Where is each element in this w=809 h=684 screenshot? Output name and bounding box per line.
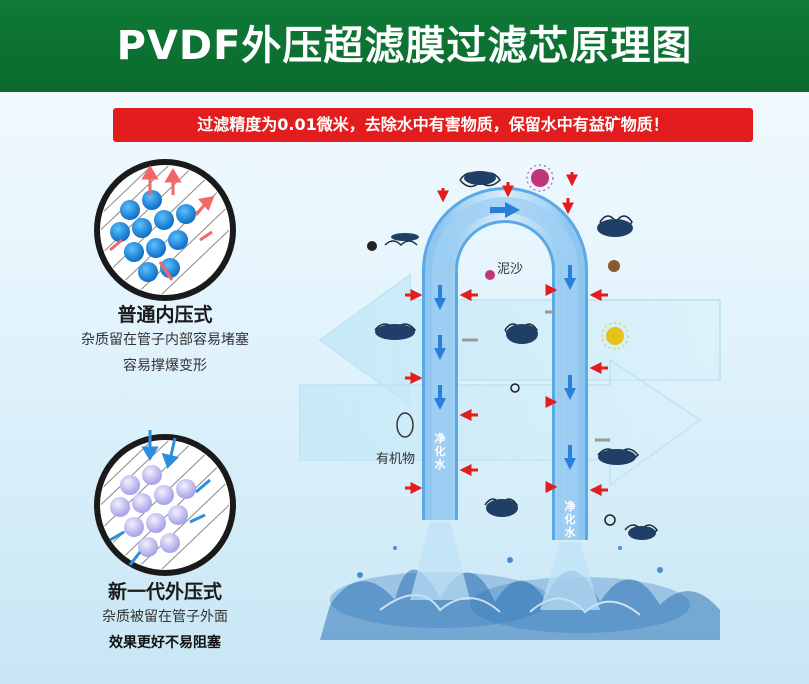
external-pressure-title: 新一代外压式 xyxy=(107,581,222,603)
internal-pressure-diagram xyxy=(94,159,236,301)
internal-pressure-desc-2: 容易撑爆变形 xyxy=(123,358,207,374)
label-organic: 有机物 xyxy=(376,452,416,467)
header-bar xyxy=(0,0,809,92)
water-flow-arrows xyxy=(299,273,721,487)
external-pressure-diagram xyxy=(94,430,236,576)
tube-flow-arrows xyxy=(434,202,576,470)
external-pressure-label: 新一代外压式 杂质被留在管子外面 效果更好不易阻塞 xyxy=(55,577,275,656)
internal-pressure-title: 普通内压式 xyxy=(117,304,213,326)
page-title: PVDF外压超滤膜过滤芯原理图 xyxy=(116,23,693,69)
tube-label-left: 净化水 xyxy=(434,432,446,471)
external-pressure-desc-2: 效果更好不易阻塞 xyxy=(109,635,221,651)
external-pressure-desc-1: 杂质被留在管子外面 xyxy=(102,609,228,625)
tube-label-right: 净化水 xyxy=(564,500,576,539)
pressure-arrows xyxy=(405,172,608,496)
internal-pressure-label: 普通内压式 杂质留在管子内部容易堵塞 容易撑爆变形 xyxy=(55,300,275,379)
impurity-particles xyxy=(367,164,658,540)
pressure-arrows-gray xyxy=(462,310,610,442)
label-sand: 泥沙 xyxy=(497,262,524,277)
filtration-banner: 过滤精度为0.01微米，去除水中有害物质，保留水中有益矿物质！ xyxy=(113,108,753,142)
water-splash xyxy=(320,546,720,640)
internal-pressure-desc-1: 杂质留在管子内部容易堵塞 xyxy=(81,332,249,348)
